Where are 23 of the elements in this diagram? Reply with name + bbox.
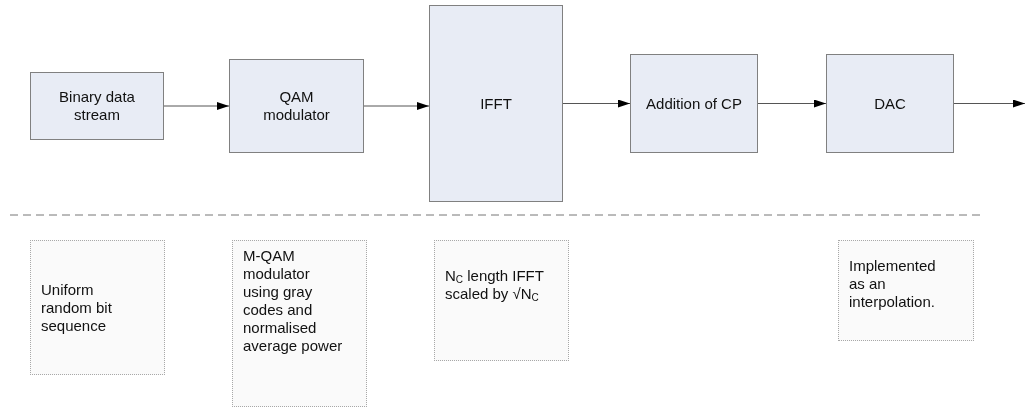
process-box	[826, 54, 954, 153]
note-box	[232, 240, 367, 407]
box-label: DAC	[874, 94, 906, 113]
note-box	[434, 240, 569, 361]
process-box	[229, 59, 364, 153]
box-label: IFFT	[480, 94, 512, 113]
box-label: Addition of CP	[646, 94, 742, 113]
box-label: Binary data stream	[58, 88, 136, 124]
note-text: Implemented as an interpolation.	[849, 257, 937, 311]
note-text: M-QAM modulator using gray codes and normalised average power	[243, 247, 344, 355]
note-text: N$_{C}$ length IFFT scaled by √N$_{C}$	[445, 267, 545, 303]
process-box	[429, 5, 563, 202]
arrow	[363, 102, 430, 110]
arrow	[163, 102, 230, 110]
note-text: Uniform random bit sequence	[41, 280, 113, 335]
arrow	[562, 99, 631, 108]
process-box	[30, 72, 164, 140]
box-label: QAM modulator	[262, 88, 331, 124]
arrow	[757, 99, 827, 108]
arrow	[953, 99, 1026, 108]
process-box	[630, 54, 758, 153]
note-box	[838, 240, 974, 341]
note-box	[30, 240, 165, 375]
